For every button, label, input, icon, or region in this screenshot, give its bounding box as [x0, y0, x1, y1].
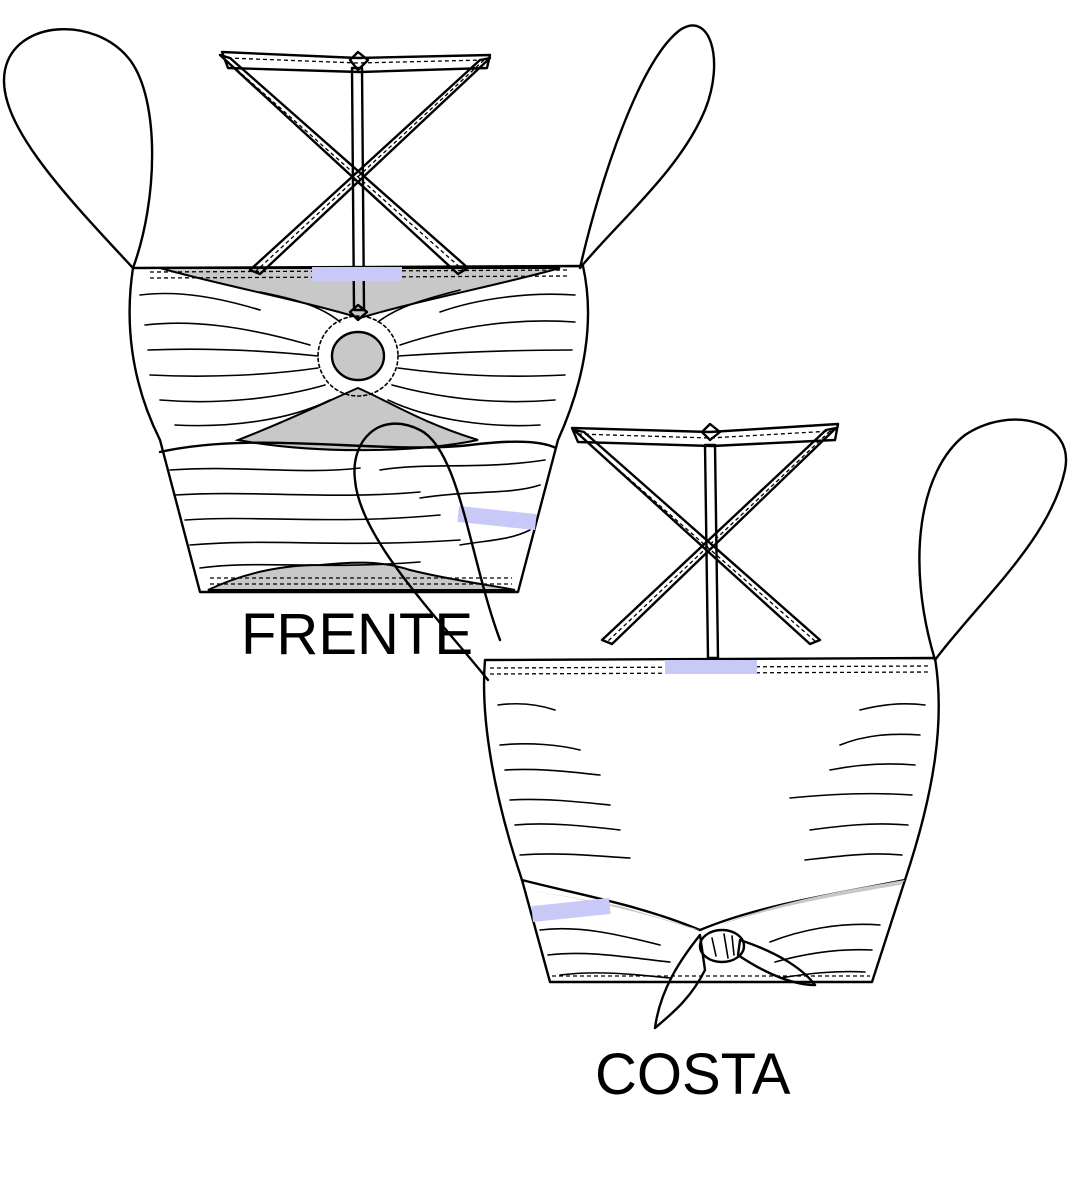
front-right-shoulder-loop	[578, 24, 716, 270]
back-right-shoulder-loop	[918, 418, 1068, 662]
back-top-marker	[665, 660, 757, 674]
front-left-shoulder-loop	[2, 28, 154, 270]
front-mid-lining	[234, 386, 479, 452]
front-top-marker	[312, 267, 402, 281]
back-side-marker	[531, 897, 611, 923]
front-hem-lining	[207, 561, 516, 591]
back-straps	[570, 422, 840, 660]
back-view	[482, 418, 1068, 1030]
front-ring	[317, 315, 399, 397]
front-side-marker	[457, 505, 537, 531]
front-tie-cord	[353, 422, 502, 682]
front-straps	[218, 50, 492, 322]
back-view-label: COSTA	[595, 1042, 791, 1107]
front-view-label: FRENTE	[241, 602, 473, 667]
back-bow-knot	[653, 928, 817, 1030]
back-body	[482, 656, 940, 984]
front-view	[2, 24, 716, 682]
front-body	[128, 264, 590, 594]
